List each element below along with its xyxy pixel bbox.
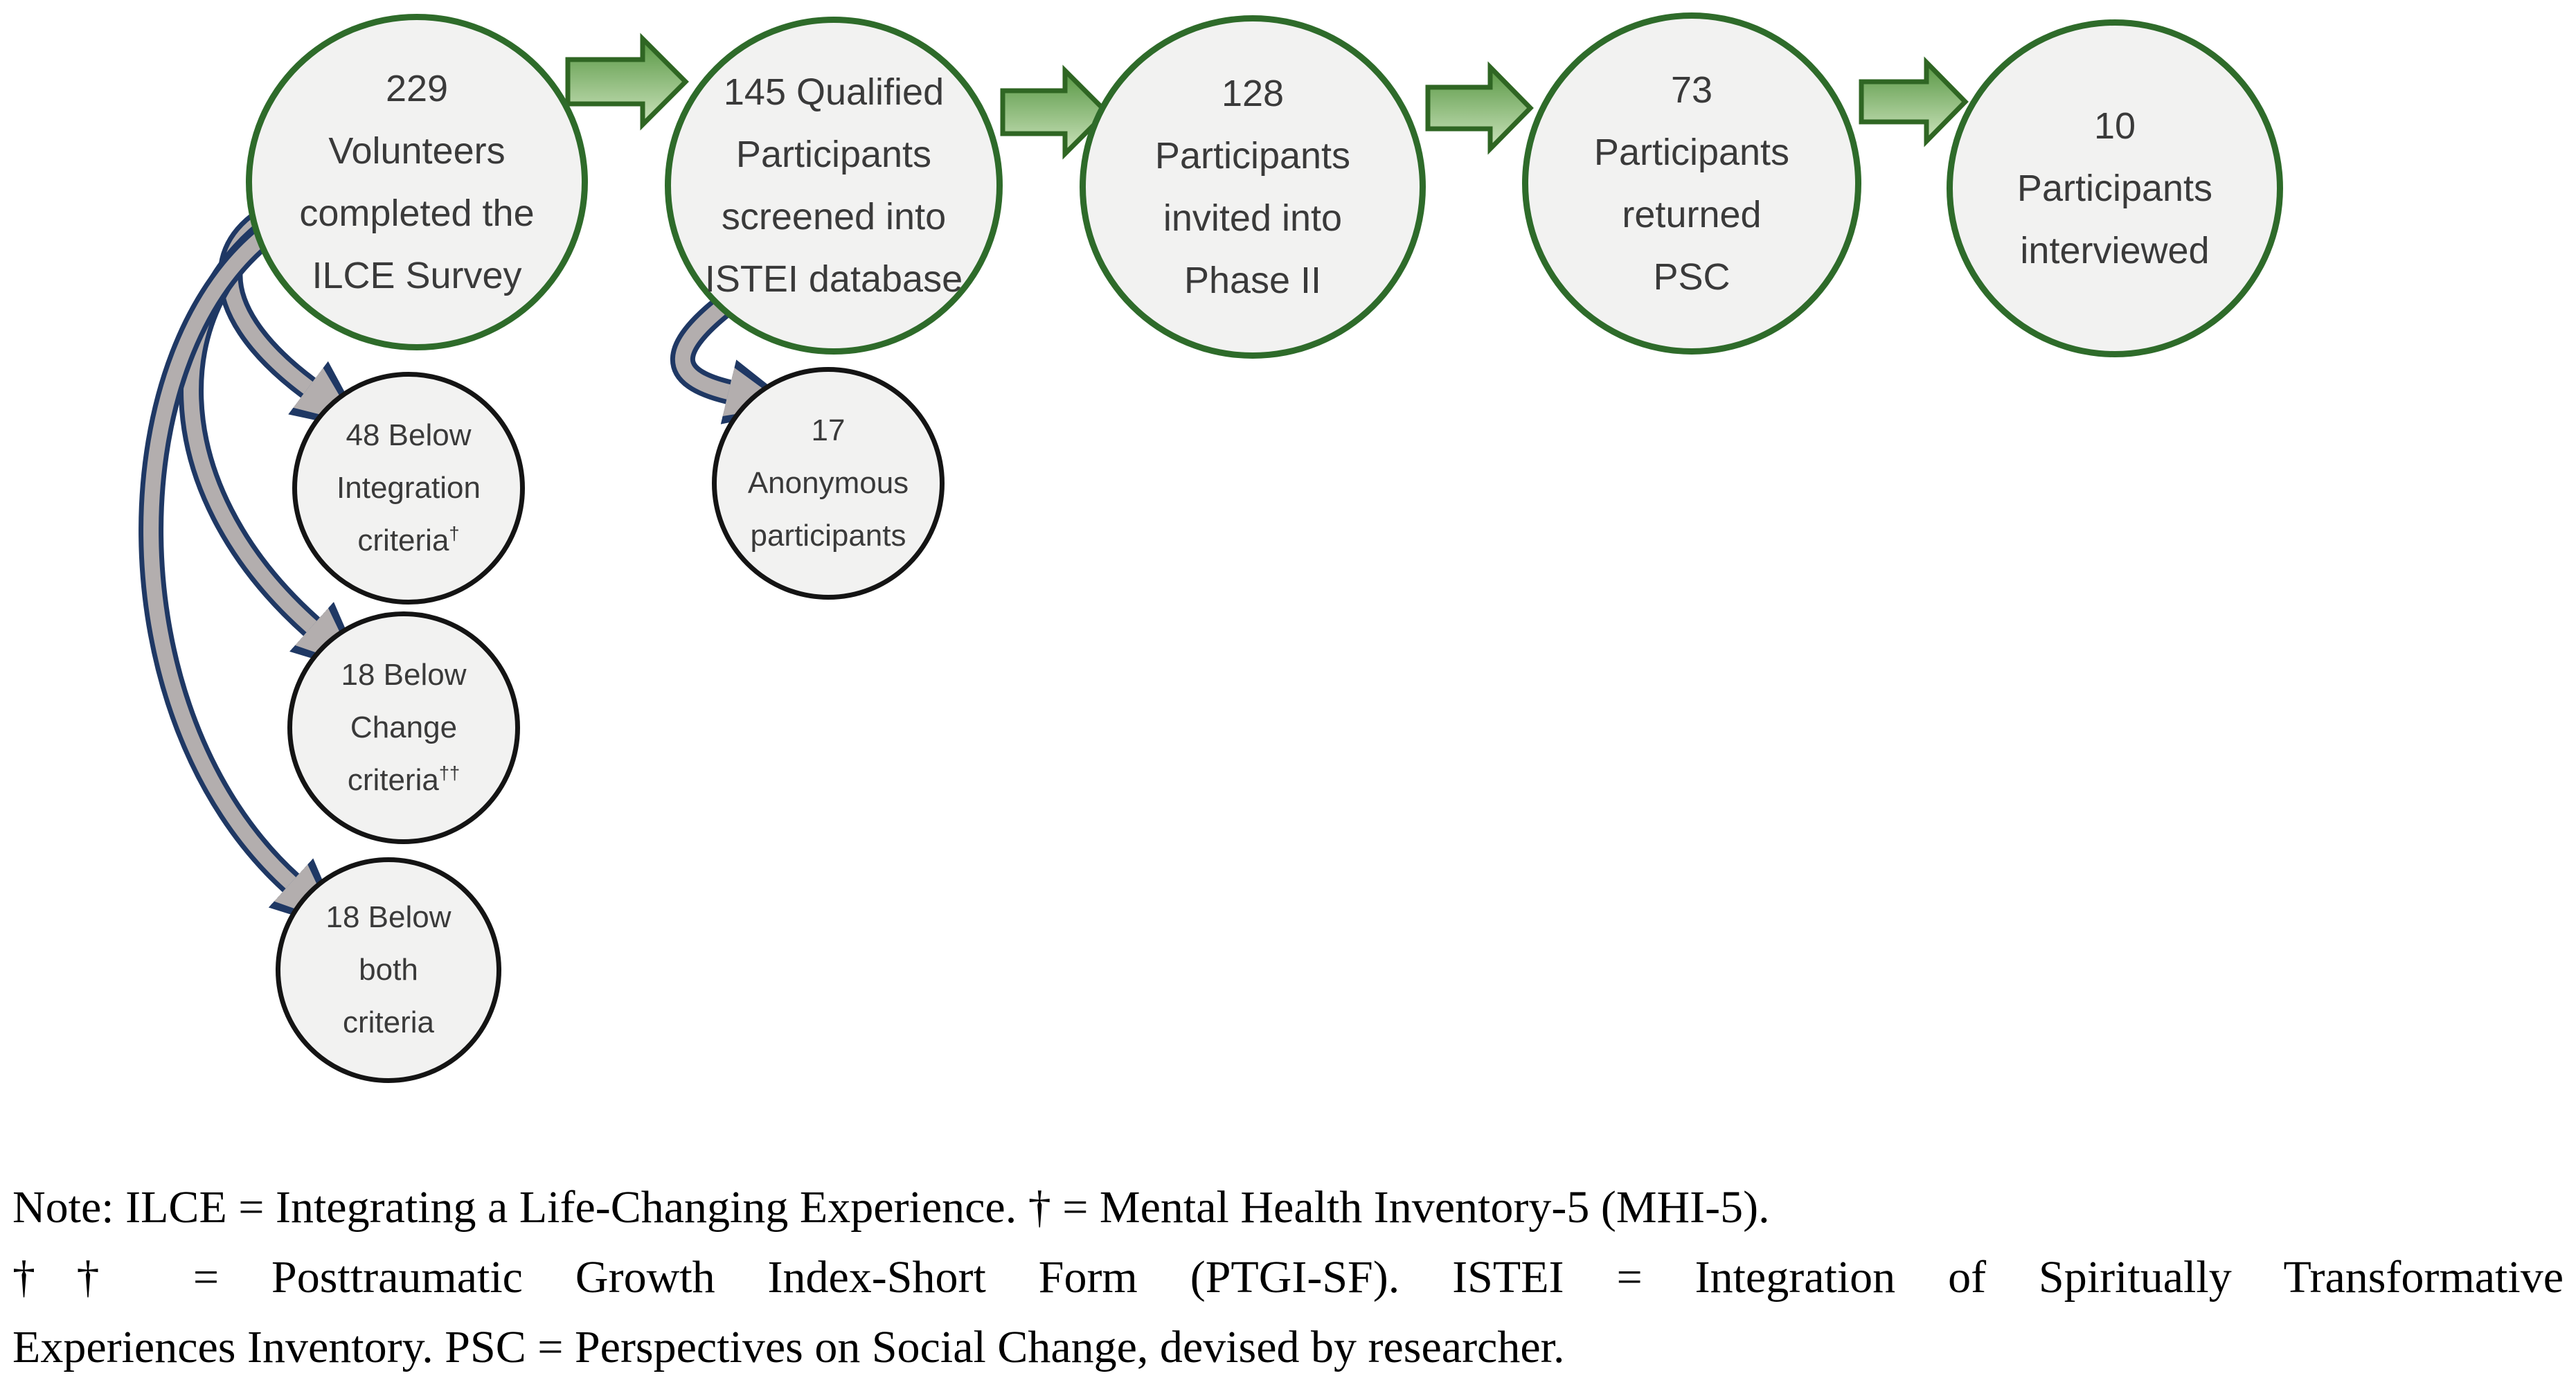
circle-text-line: participants (750, 519, 906, 553)
circle-text-line: screened into (721, 196, 947, 238)
circle-text-line: 229 (385, 68, 449, 109)
circle-anonymous-17: 17 Anonymous participants (712, 367, 945, 600)
circle-volunteers-229: 229 Volunteers completed the ILCE Survey (246, 14, 588, 350)
circle-text-line: 10 (2093, 105, 2136, 147)
circle-text-line: Phase II (1183, 260, 1322, 301)
circle-text-line: both (359, 953, 418, 987)
circle-text-line: 17 (811, 413, 846, 447)
circle-text-line: PSC (1653, 256, 1730, 298)
circle-text-line: Volunteers (328, 130, 506, 172)
double-dagger-superscript: †† (438, 762, 460, 784)
circle-text-line: ISTEI database (704, 258, 963, 300)
circle-text-line: criteria† (357, 522, 460, 557)
circle-text-line: criteria (342, 1005, 435, 1039)
circle-text-line: Participants (2016, 168, 2213, 209)
curved-arrow-to-both (138, 218, 344, 931)
circle-text-line: criteria†† (347, 762, 460, 797)
flow-arrow-3 (1425, 61, 1534, 155)
circle-qualified-145: 145 Qualified Participants screened into… (665, 17, 1003, 355)
dagger-superscript: † (449, 522, 460, 544)
circle-below-both-18: 18 Below both criteria (276, 857, 501, 1083)
circle-returned-73: 73 Participants returned PSC (1522, 12, 1861, 355)
note-line-1: Note: ILCE = Integrating a Life-Changing… (12, 1182, 1770, 1233)
circle-text-line: Change (350, 710, 458, 744)
circle-text-line: returned (1622, 194, 1762, 235)
circle-text-line: 48 Below (346, 418, 472, 452)
circle-text-line: Participants (1154, 135, 1351, 177)
circle-text-line: ILCE Survey (312, 255, 522, 296)
circle-text-line: Anonymous (747, 466, 909, 500)
circle-interviewed-10: 10 Participants interviewed (1947, 19, 2283, 357)
note-line-2: †† = Posttraumatic Growth Index-Short Fo… (12, 1252, 2564, 1303)
circle-text-line: interviewed (2020, 230, 2210, 271)
circle-below-change-18: 18 Below Change criteria†† (287, 611, 520, 844)
circle-text-line: 145 Qualified (723, 71, 945, 113)
note-line-3: Experiences Inventory. PSC = Perspective… (12, 1322, 1565, 1372)
curved-arrow-to-anonymous (670, 287, 799, 424)
flow-arrow-4 (1859, 56, 1969, 147)
circle-invited-128: 128 Participants invited into Phase II (1080, 15, 1426, 359)
circle-text-line: Participants (735, 134, 932, 175)
flow-arrow-2 (1000, 64, 1110, 160)
figure-note: Note: ILCE = Integrating a Life-Changing… (12, 1172, 2564, 1382)
circle-text-line: invited into (1163, 197, 1343, 239)
circle-text-line: completed the (299, 193, 535, 234)
circle-below-integration-48: 48 Below Integration criteria† (292, 372, 525, 605)
circle-text-line: 73 (1670, 69, 1713, 111)
circle-text-line: Integration (337, 471, 481, 505)
flow-arrow-1 (565, 33, 689, 131)
circle-text-line: 18 Below (341, 658, 467, 692)
circle-text-line: 18 Below (325, 900, 451, 934)
circle-text-line: 128 (1221, 73, 1285, 114)
circle-text-line: Participants (1593, 132, 1790, 173)
